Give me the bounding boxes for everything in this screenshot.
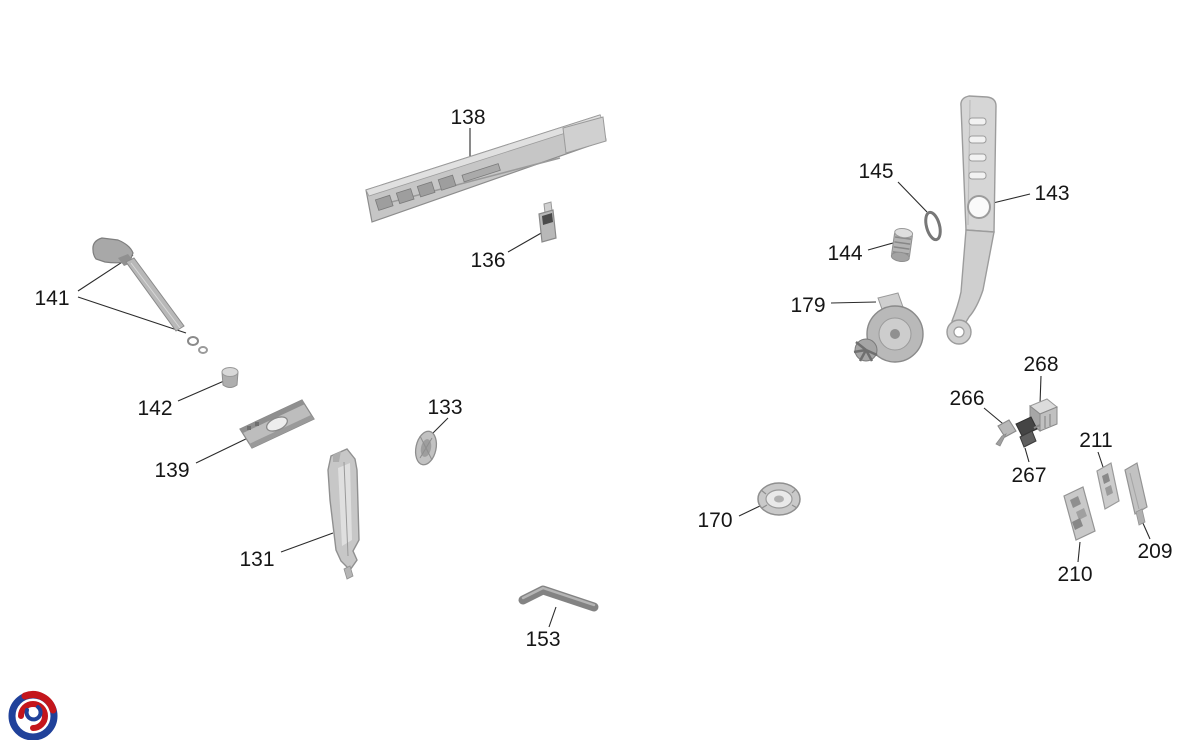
- part-209-shape: [1124, 462, 1148, 526]
- part-142-shape: [221, 367, 239, 388]
- brand-swirl-logo: [8, 691, 58, 740]
- part-label-144: 144: [827, 242, 862, 265]
- part-label-179: 179: [790, 294, 825, 317]
- part-label-209: 209: [1137, 540, 1172, 563]
- impeller-fins: [853, 341, 878, 362]
- part-131-shape: [327, 448, 360, 580]
- part-267-shape: [1015, 416, 1041, 448]
- bracket-hole: [967, 195, 991, 219]
- part-170-shape: [757, 482, 801, 516]
- part-145-shape: [924, 210, 942, 242]
- part-label-267: 267: [1011, 464, 1046, 487]
- part-label-142: 142: [137, 397, 172, 420]
- part-label-141: 141: [34, 287, 69, 310]
- part-label-266: 266: [949, 387, 984, 410]
- part-153-shape: [518, 585, 599, 612]
- part-label-268: 268: [1023, 353, 1058, 376]
- part-138-shape: [365, 114, 607, 223]
- part-label-170: 170: [697, 509, 732, 532]
- part-label-131: 131: [239, 548, 274, 571]
- part-label-138: 138: [450, 106, 485, 129]
- part-label-139: 139: [154, 459, 189, 482]
- leader-lines: [77, 128, 1151, 628]
- part-label-153: 153: [525, 628, 560, 651]
- part-143-shape: [946, 95, 997, 345]
- part-label-211: 211: [1079, 429, 1112, 452]
- part-210-shape: [1063, 486, 1096, 541]
- part-133-shape: [414, 430, 438, 466]
- part-label-210: 210: [1057, 563, 1092, 586]
- part-136-shape: [538, 201, 557, 243]
- part-179-shape: [853, 292, 924, 363]
- part-266-shape: [995, 419, 1017, 447]
- part-141-shape: [92, 237, 208, 354]
- part-label-133: 133: [427, 396, 462, 419]
- part-144-shape: [890, 227, 914, 263]
- rail-slots: [374, 163, 501, 211]
- part-label-145: 145: [858, 160, 893, 183]
- part-139-shape: [239, 399, 315, 449]
- part-label-143: 143: [1034, 182, 1069, 205]
- part-label-136: 136: [470, 249, 505, 272]
- plate-hole: [266, 416, 288, 432]
- part-labels: 138 136 141 142 139 133 131 153 145 143 …: [34, 106, 1172, 651]
- part-211-shape: [1096, 462, 1120, 510]
